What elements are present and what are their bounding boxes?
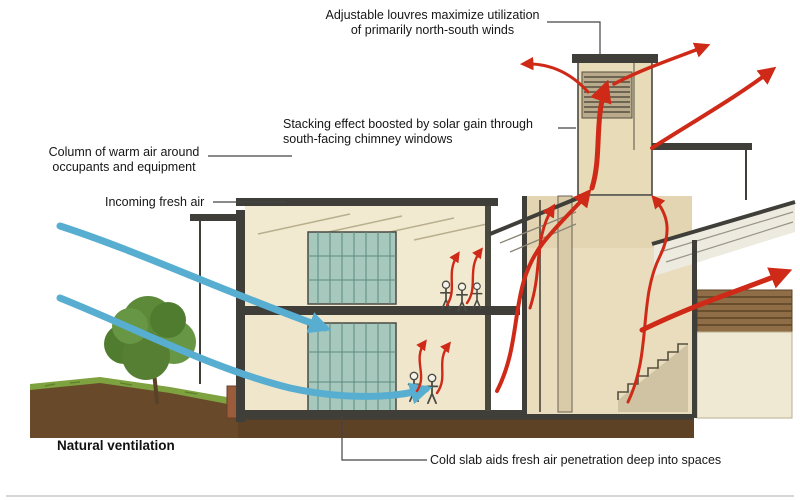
- annotation-louvres: Adjustable louvres maximize utilization …: [325, 8, 540, 37]
- atrium-section: [489, 195, 692, 416]
- staircase: [617, 343, 688, 412]
- fresh-air-arrows: [56, 222, 433, 405]
- leader-lines: [208, 21, 601, 461]
- annotation-incoming-fresh-air: Incoming fresh air: [105, 195, 205, 209]
- warm-air-arrows: [415, 42, 793, 404]
- far-right-hall: [651, 143, 796, 419]
- diagram-caption: Natural ventilation: [57, 438, 175, 453]
- annotation-cold-slab: Cold slab aids fresh air penetration dee…: [430, 453, 722, 467]
- timber-louvres: [696, 289, 793, 333]
- building-section: [190, 198, 694, 422]
- annotation-stacking-effect: Stacking effect boosted by solar gain th…: [283, 117, 533, 146]
- terrain: [30, 377, 694, 438]
- annotation-warm-air-column: Column of warm air around occupants and …: [48, 145, 200, 174]
- tree: [104, 296, 196, 404]
- chimney-tower: [572, 54, 658, 196]
